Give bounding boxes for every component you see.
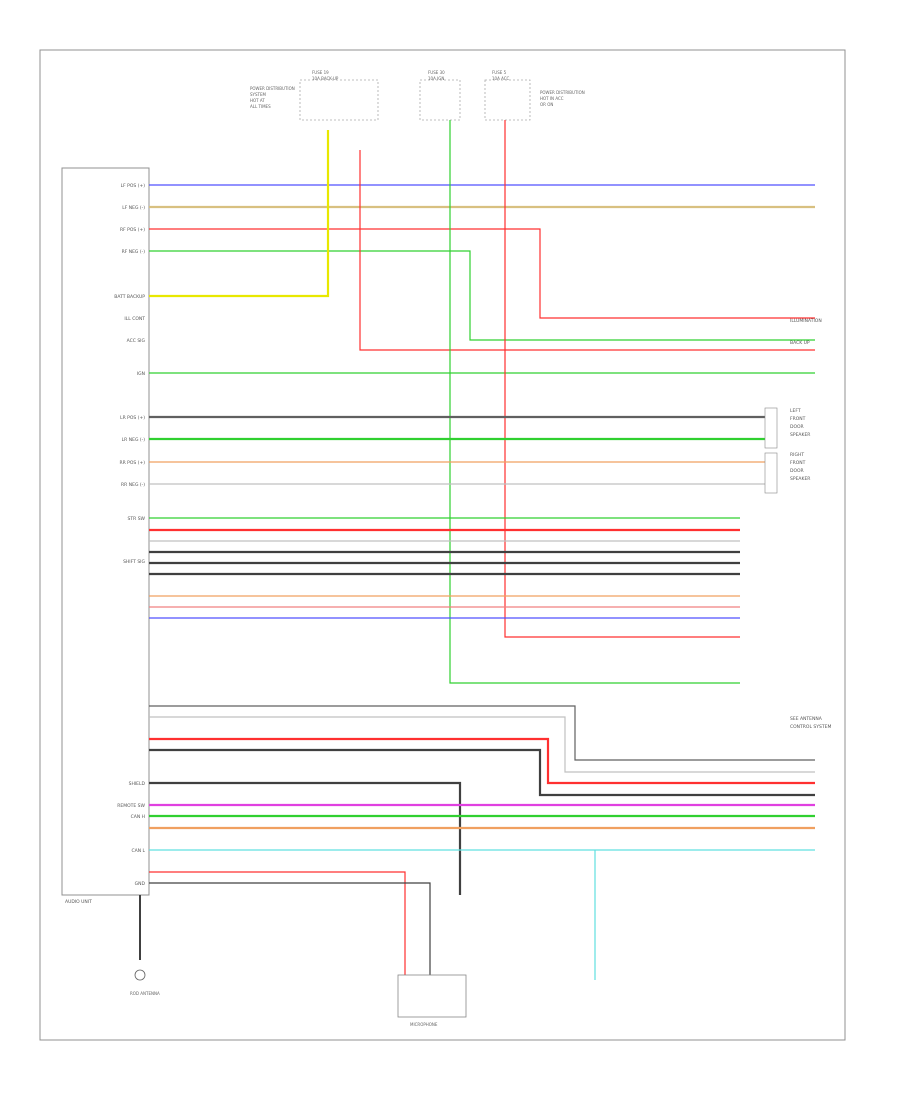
right-label: CONTROL SYSTEM [790, 724, 831, 730]
wire-l4 [149, 748, 815, 797]
left-pin-label: LR NEG (-) [122, 437, 146, 443]
wire-l2 [149, 716, 815, 773]
left-pin-label: SHIELD [129, 781, 146, 787]
audio-unit: AUDIO UNIT [61, 167, 150, 905]
fuse-b-line-2: 10A IGN [428, 76, 444, 81]
fuse-c-note-1: POWER DISTRIBUTION [540, 90, 585, 95]
fuse-group-b: FUSE 30 10A IGN [419, 70, 461, 121]
left-pin-label: CAN H [131, 814, 145, 820]
fuse-a-note-1: POWER DISTRIBUTION [250, 86, 295, 91]
diagram-frame [39, 49, 846, 1041]
right-label: BACK UP [790, 340, 810, 346]
left-pin-label: IGN [137, 371, 145, 377]
left-pin-label: LF POS (+) [121, 183, 146, 189]
left-pin-label: RF POS (+) [120, 227, 145, 233]
left-pin-labels: LF POS (+) LF NEG (-) RF POS (+) RF NEG (-)… [114, 183, 145, 887]
microphone: MICROPHONE [397, 974, 467, 1027]
wire-group-speakers [149, 407, 778, 494]
left-pin-label: LR POS (+) [120, 415, 145, 421]
fuse-c-line-1: FUSE 5 [492, 70, 507, 75]
left-pin-label: RR NEG (-) [121, 482, 145, 488]
wire-red-2 [359, 150, 815, 351]
fuse-a-note-3: HOT AT [250, 98, 265, 103]
wire-yellow-1 [149, 130, 330, 298]
left-pin-label: GND [135, 881, 146, 887]
left-pin-label: ILL CONT [124, 316, 145, 322]
wire-l1 [149, 705, 815, 761]
right-label: LEFT [790, 408, 801, 414]
antenna-label: ROD ANTENNA [130, 991, 160, 996]
right-label: FRONT [790, 416, 806, 422]
left-pin-label: ACC SIG [127, 338, 146, 344]
right-label: FRONT [790, 460, 806, 466]
mic-label: MICROPHONE [410, 1022, 438, 1027]
wire-group-top [149, 120, 815, 684]
fuse-group-c: FUSE 5 10A ACC POWER DISTRIBUTION HOT IN… [484, 70, 585, 121]
fuse-c-note-2: HOT IN ACC [540, 96, 564, 101]
antenna: ROD ANTENNA [130, 895, 160, 996]
wire-green-vert [449, 120, 740, 684]
fuse-c-line-2: 10A ACC [492, 76, 510, 81]
fuse-a-note-2: SYSTEM [250, 92, 266, 97]
wire-red-vert [504, 120, 740, 638]
wire-green-1 [149, 250, 815, 341]
fuse-a-line-1: FUSE 19 [312, 70, 329, 75]
fuse-b-line-1: FUSE 30 [428, 70, 445, 75]
fuse-group-a: FUSE 19 10A BACK-UP POWER DISTRIBUTION S… [250, 70, 379, 121]
right-label: DOOR [790, 424, 804, 430]
fuse-a-line-2: 10A BACK-UP [312, 76, 339, 81]
right-label: DOOR [790, 468, 804, 474]
wire-red-1 [149, 228, 815, 319]
left-pin-label: CAN L [131, 848, 145, 854]
wire-l5 [149, 781, 462, 895]
fuse-c-note-3: OR ON [540, 102, 553, 107]
audio-unit-label: AUDIO UNIT [65, 899, 92, 905]
right-label: SEE ANTENNA [790, 716, 823, 722]
left-pin-label: STR SW [128, 516, 146, 522]
left-pin-label: SHIFT SIG [123, 559, 145, 565]
right-labels: LEFT FRONT DOOR SPEAKER RIGHT FRONT DOOR SPEAKE… [790, 318, 831, 730]
left-pin-label: LF NEG (-) [122, 205, 145, 211]
wire-group-lower [149, 705, 815, 980]
wire-l3 [149, 737, 815, 785]
right-label: SPEAKER [790, 432, 810, 438]
right-label: SPEAKER [790, 476, 810, 482]
left-pin-label: REMOTE SW [117, 803, 145, 809]
right-label: ILLUMINATION [790, 318, 822, 324]
wire-group-bundle [149, 517, 740, 619]
left-pin-label: RF NEG (-) [122, 249, 146, 255]
left-pin-label: BATT BACKUP [114, 294, 145, 300]
left-pin-label: RR POS (+) [119, 460, 145, 466]
wire-red-mic [149, 871, 406, 975]
fuse-a-note-4: ALL TIMES [250, 104, 271, 109]
right-label: RIGHT [790, 452, 804, 458]
wire-dark-mic [149, 882, 431, 975]
